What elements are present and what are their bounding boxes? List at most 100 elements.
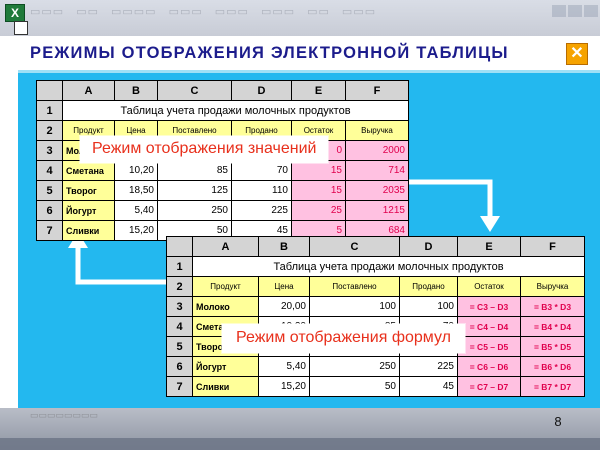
select-all-corner[interactable] — [36, 80, 63, 101]
row-header[interactable]: 2 — [36, 120, 63, 141]
row-header[interactable]: 3 — [166, 296, 193, 317]
close-slide-button[interactable]: ✕ — [566, 43, 588, 65]
value-cell[interactable]: 45 — [399, 376, 458, 397]
row-header[interactable]: 4 — [166, 316, 193, 337]
calculated-cell[interactable]: = C7 – D7 — [457, 376, 521, 397]
calculated-cell[interactable]: 15 — [291, 160, 346, 181]
select-all-corner[interactable] — [166, 236, 193, 257]
header-cell[interactable]: Цена — [114, 120, 158, 141]
minimize-window-button[interactable] — [552, 5, 566, 17]
menu-item[interactable]: ▭▭▭ — [214, 6, 249, 18]
calculated-cell[interactable]: 25 — [291, 200, 346, 221]
value-cell[interactable]: 100 — [399, 296, 458, 317]
row-header[interactable]: 6 — [166, 356, 193, 377]
value-cell[interactable]: 110 — [231, 180, 292, 201]
menu-item[interactable]: ▭▭▭ — [30, 6, 65, 18]
product-cell[interactable]: Молоко — [192, 296, 259, 317]
value-cell[interactable]: 125 — [157, 180, 232, 201]
column-header[interactable]: D — [399, 236, 458, 257]
value-cell[interactable]: 50 — [309, 376, 400, 397]
header-cell[interactable]: Продукт — [62, 120, 115, 141]
product-cell[interactable]: Йогурт — [192, 356, 259, 377]
calculated-cell[interactable]: = C4 – D4 — [457, 316, 521, 337]
header-cell[interactable]: Остаток — [457, 276, 521, 297]
calculated-cell[interactable]: 1215 — [345, 200, 409, 221]
column-header[interactable]: E — [457, 236, 521, 257]
header-cell[interactable]: Остаток — [291, 120, 346, 141]
value-cell[interactable]: 20,00 — [258, 296, 310, 317]
product-cell[interactable]: Сливки — [192, 376, 259, 397]
column-header[interactable]: B — [114, 80, 158, 101]
header-cell[interactable]: Поставлено — [309, 276, 400, 297]
row-header[interactable]: 3 — [36, 140, 63, 161]
calculated-cell[interactable]: = C3 – D3 — [457, 296, 521, 317]
product-cell[interactable]: Сметана — [62, 160, 115, 181]
excel-app-icon[interactable]: X — [5, 4, 25, 22]
value-cell[interactable]: 15,20 — [114, 220, 158, 241]
calculated-cell[interactable]: 684 — [345, 220, 409, 241]
header-cell[interactable]: Продукт — [192, 276, 259, 297]
value-cell[interactable]: 85 — [157, 160, 232, 181]
menu-item[interactable]: ▭▭▭ — [168, 6, 203, 18]
value-cell[interactable]: 250 — [157, 200, 232, 221]
menu-item[interactable]: ▭▭ — [307, 6, 330, 18]
column-header[interactable]: A — [62, 80, 115, 101]
calculated-cell[interactable]: 15 — [291, 180, 346, 201]
row-header[interactable]: 7 — [166, 376, 193, 397]
header-cell[interactable]: Выручка — [345, 120, 409, 141]
calculated-cell[interactable]: 2035 — [345, 180, 409, 201]
value-cell[interactable]: 5,40 — [258, 356, 310, 377]
value-cell[interactable]: 225 — [231, 200, 292, 221]
calculated-cell[interactable]: 2000 — [345, 140, 409, 161]
sheet-icon[interactable] — [14, 21, 28, 35]
menu-item[interactable]: ▭▭▭ — [260, 6, 296, 18]
menu-item[interactable]: ▭▭ — [76, 6, 99, 18]
calculated-cell[interactable]: = B4 * D4 — [520, 316, 585, 337]
value-cell[interactable]: 18,50 — [114, 180, 158, 201]
calculated-cell[interactable]: 5 — [291, 220, 346, 241]
calculated-cell[interactable]: = B7 * D7 — [520, 376, 585, 397]
row-header[interactable]: 4 — [36, 160, 63, 181]
menu-item[interactable]: ▭▭▭▭ — [110, 6, 157, 18]
calculated-cell[interactable]: = B3 * D3 — [520, 296, 585, 317]
menu-item[interactable]: ▭▭▭ — [341, 6, 377, 18]
calculated-cell[interactable]: = B5 * D5 — [520, 336, 585, 357]
value-cell[interactable]: 5,40 — [114, 200, 158, 221]
row-header[interactable]: 7 — [36, 220, 63, 241]
value-cell[interactable]: 100 — [309, 296, 400, 317]
value-cell[interactable]: 70 — [231, 160, 292, 181]
column-header[interactable]: B — [258, 236, 310, 257]
row-header[interactable]: 2 — [166, 276, 193, 297]
column-header[interactable]: F — [520, 236, 585, 257]
column-header[interactable]: F — [345, 80, 409, 101]
column-header[interactable]: E — [291, 80, 346, 101]
row-header[interactable]: 5 — [166, 336, 193, 357]
row-header[interactable]: 1 — [166, 256, 193, 277]
table-title-cell[interactable]: Таблица учета продажи молочных продуктов — [62, 100, 409, 121]
column-header[interactable]: A — [192, 236, 259, 257]
column-header[interactable]: C — [157, 80, 232, 101]
product-cell[interactable]: Творог — [62, 180, 115, 201]
header-cell[interactable]: Выручка — [520, 276, 585, 297]
column-header[interactable]: C — [309, 236, 400, 257]
column-header[interactable]: D — [231, 80, 292, 101]
calculated-cell[interactable]: = C5 – D5 — [457, 336, 521, 357]
value-cell[interactable]: 10,20 — [114, 160, 158, 181]
calculated-cell[interactable]: 714 — [345, 160, 409, 181]
calculated-cell[interactable]: = C6 – D6 — [457, 356, 521, 377]
product-cell[interactable]: Йогурт — [62, 200, 115, 221]
value-cell[interactable]: 250 — [309, 356, 400, 377]
restore-window-button[interactable] — [568, 5, 582, 17]
row-header[interactable]: 5 — [36, 180, 63, 201]
value-cell[interactable]: 15,20 — [258, 376, 310, 397]
row-header[interactable]: 6 — [36, 200, 63, 221]
calculated-cell[interactable]: = B6 * D6 — [520, 356, 585, 377]
header-cell[interactable]: Цена — [258, 276, 310, 297]
value-cell[interactable]: 225 — [399, 356, 458, 377]
row-header[interactable]: 1 — [36, 100, 63, 121]
header-cell[interactable]: Продано — [231, 120, 292, 141]
table-title-cell[interactable]: Таблица учета продажи молочных продуктов — [192, 256, 585, 277]
close-window-button[interactable] — [584, 5, 598, 17]
header-cell[interactable]: Продано — [399, 276, 458, 297]
product-cell[interactable]: Сливки — [62, 220, 115, 241]
